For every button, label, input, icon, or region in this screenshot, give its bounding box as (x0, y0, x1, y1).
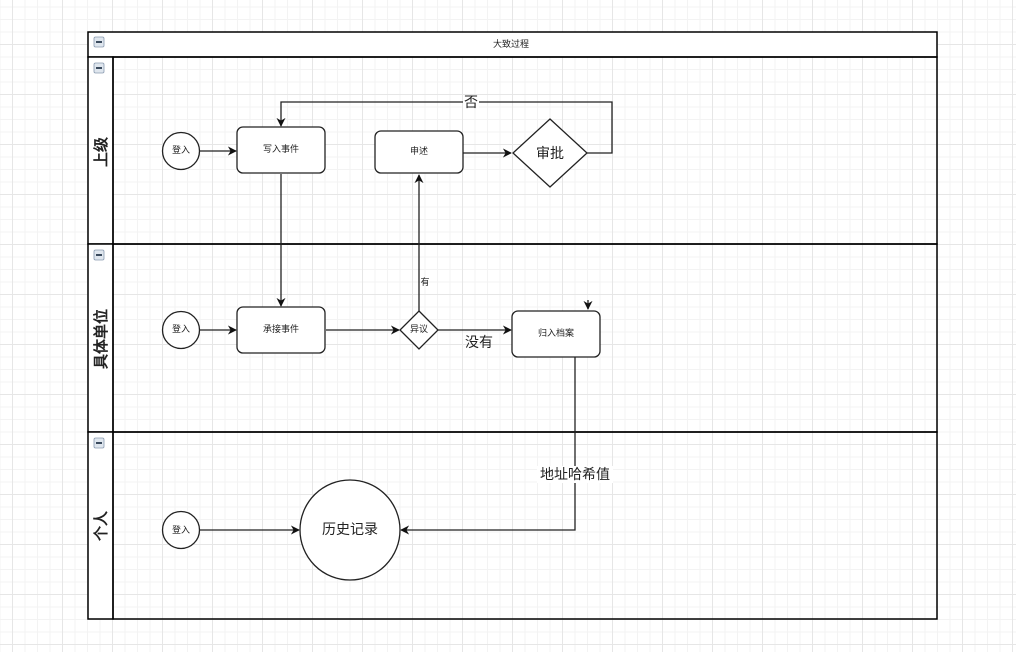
start-node-login-superior[interactable]: 登入 (161, 131, 201, 171)
lane-body[interactable] (112, 431, 938, 620)
task-write-event[interactable]: 写入事件 (236, 126, 326, 174)
edge-labels: 否 有 没有 地址哈希值 (420, 95, 613, 483)
edge-archive-to-history[interactable] (400, 357, 576, 535)
edges (200, 101, 613, 535)
lane-header[interactable] (87, 431, 114, 620)
pool-title-bar[interactable] (87, 31, 938, 58)
edge-label-has-objection: 有 (420, 276, 429, 288)
start-node-login-individual[interactable]: 登入 (161, 510, 201, 550)
node-label: 审批 (536, 146, 564, 162)
node-label: 归入档案 (538, 327, 574, 339)
node-label: 写入事件 (263, 143, 299, 155)
collapse-minus-icon[interactable] (93, 36, 105, 48)
edge-label-address-hash: 地址哈希值 (540, 467, 610, 483)
edge-label-reject: 否 (464, 95, 478, 111)
task-statement[interactable]: 申述 (374, 130, 464, 174)
collapse-minus-icon[interactable] (93, 437, 105, 449)
start-node-login-unit[interactable]: 登入 (161, 310, 201, 350)
lane-header[interactable] (87, 56, 114, 245)
task-accept-event[interactable]: 承接事件 (236, 306, 326, 354)
lane-label: 个人 (92, 510, 110, 542)
edge-label-no-objection: 没有 (465, 335, 493, 351)
gateway-approval[interactable]: 审批 (512, 118, 588, 188)
node-label: 登入 (172, 525, 190, 536)
node-label: 登入 (172, 324, 190, 335)
node-label: 历史记录 (322, 522, 378, 538)
lane-label: 上级 (92, 136, 110, 167)
gateway-objection[interactable]: 异议 (399, 310, 439, 350)
edge-approval-reject-loop[interactable] (276, 101, 613, 154)
task-archive[interactable]: 归入档案 (511, 310, 601, 358)
node-label: 登入 (172, 145, 190, 156)
pool-title: 大致过程 (493, 38, 529, 50)
node-label: 申述 (410, 145, 428, 157)
node-label: 异议 (410, 324, 428, 335)
collapse-minus-icon[interactable] (93, 249, 105, 261)
node-label: 承接事件 (263, 323, 299, 335)
lane-unit: 具体单位 (87, 243, 938, 433)
node-history[interactable]: 历史记录 (299, 479, 401, 581)
collapse-minus-icon[interactable] (93, 62, 105, 74)
nodes: 登入 写入事件 申述 审批 登入 承接事件 异议 归入档案 (161, 118, 601, 581)
lane-individual: 个人 (87, 431, 938, 620)
lane-label: 具体单位 (92, 309, 110, 369)
pool: 大致过程 (87, 31, 938, 58)
